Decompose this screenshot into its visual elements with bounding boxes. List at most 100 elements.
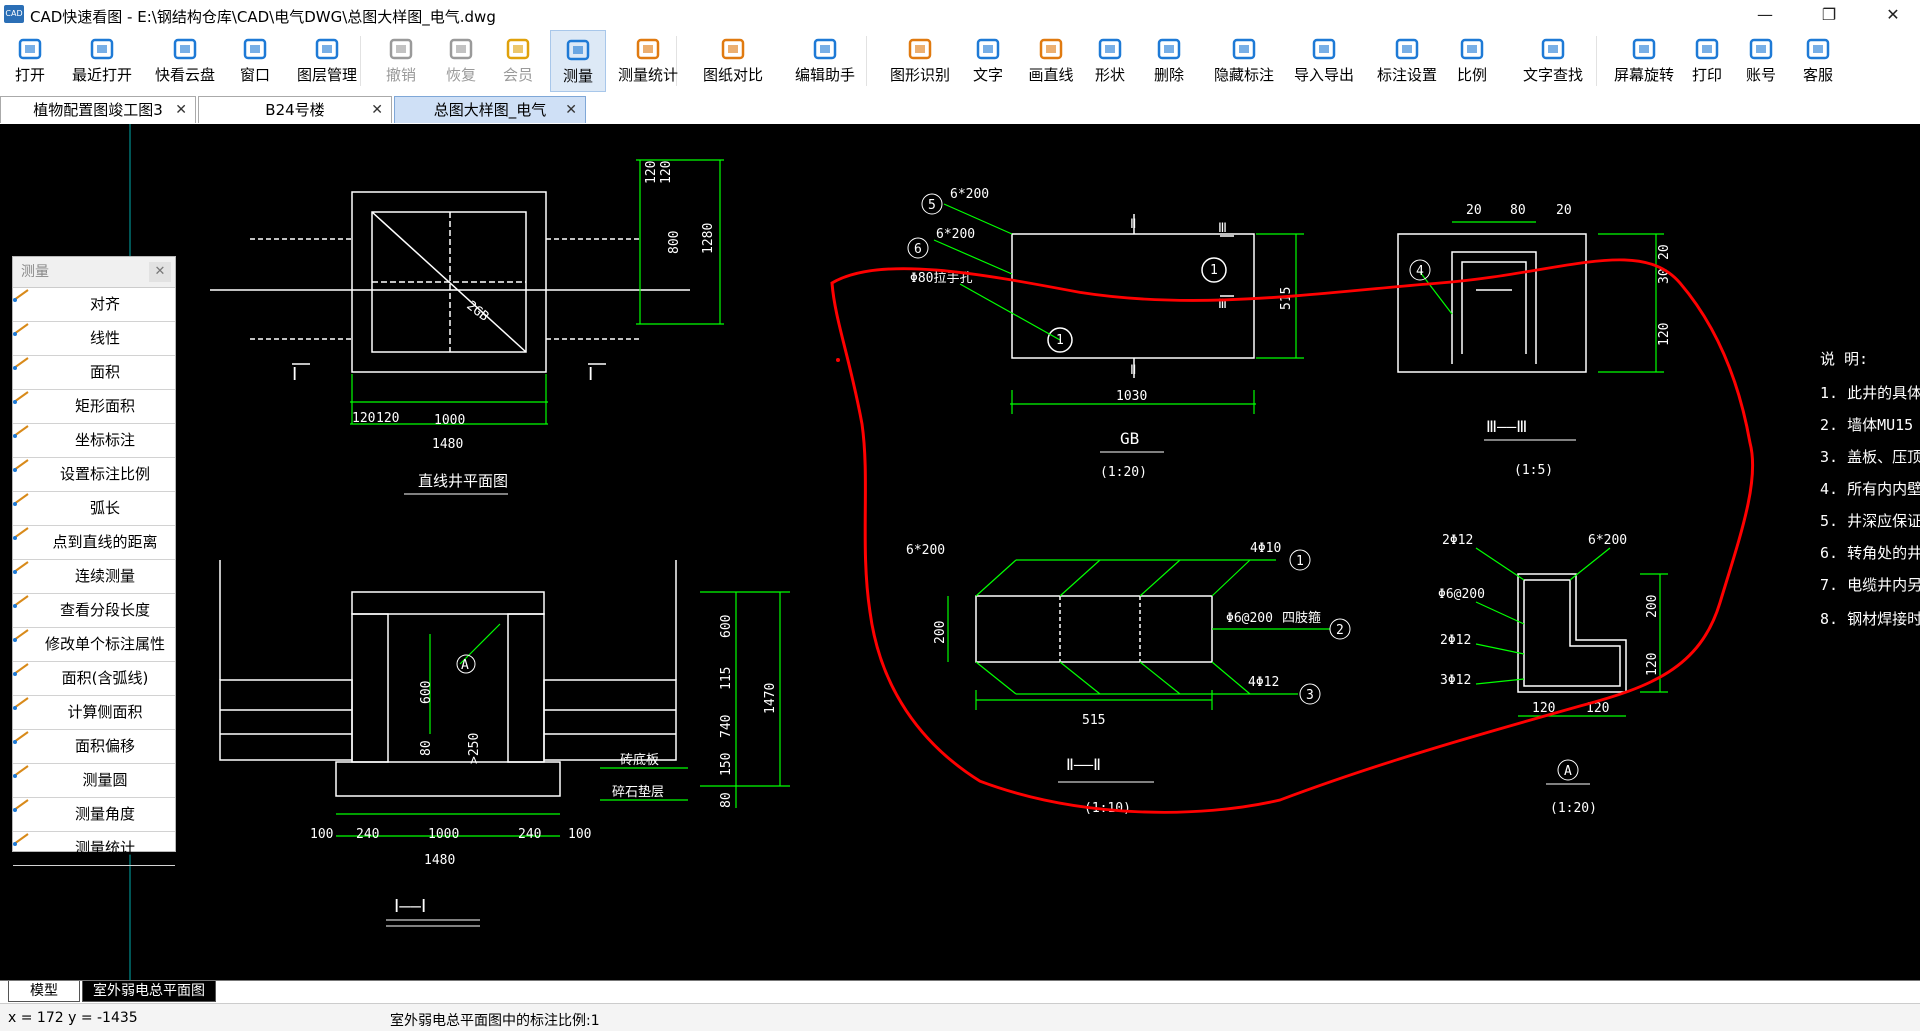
plan-text: 120 120 800 1280 120 120 1000 1480 2GB Ⅰ… [292,161,716,495]
measure-item-area-offset[interactable]: 面积偏移 [13,730,175,764]
vip-button[interactable]: 会员 [496,30,540,92]
import-export-button[interactable]: 导入导出 [1284,30,1364,92]
toolbar-label: 快看云盘 [154,66,215,84]
text-button[interactable]: 文字 [966,30,1010,92]
svg-text:Ⅲ: Ⅲ [1218,297,1227,312]
measure-stats-button[interactable]: 测量统计 [608,30,688,92]
import-export-icon [1310,36,1338,62]
measure-item-set-scale[interactable]: 设置标注比例 [13,458,175,492]
cloud-button[interactable]: 快看云盘 [146,30,224,92]
measure-item-edit-annotation[interactable]: 修改单个标注属性 [13,628,175,662]
shapes-button[interactable]: 形状 [1088,30,1132,92]
close-icon[interactable]: ✕ [175,102,187,118]
maximize-button[interactable]: ❐ [1821,5,1837,24]
hide-button[interactable]: 隐藏标注 [1212,30,1276,92]
section-iii-iii-text: 20 80 20 4 20 30 120 Ⅲ——Ⅲ (1:5) [1409,203,1672,478]
window-button[interactable]: 窗口 [232,30,278,92]
measure-item-coordinate[interactable]: 坐标标注 [13,424,175,458]
measure-item-label: 对齐 [89,295,120,313]
ruler-button[interactable]: 测量 [550,30,606,92]
redo-button[interactable]: 恢复 [438,30,484,92]
undo-button[interactable]: 撤销 [378,30,424,92]
measure-item-arc-area[interactable]: 面积(含弧线) [13,662,175,696]
tab-plant-config[interactable]: 植物配置图竣工图3 ✕ [0,96,196,123]
compare-button[interactable]: 图纸对比 [694,30,772,92]
measure-item-area[interactable]: 面积 [13,356,175,390]
window-title: CAD快速看图 - E:\钢结构仓库\CAD\电气DWG\总图大样图_电气.dw… [30,8,496,26]
measure-item-align-measure[interactable]: 对齐 [13,288,175,322]
svg-text:80: 80 [1510,203,1526,218]
measure-item-label: 修改单个标注属性 [44,635,165,653]
toolbar-label: 最近打开 [71,66,132,84]
toolbar-label: 图形识别 [889,66,950,84]
svg-text:1000: 1000 [434,413,465,428]
close-icon[interactable]: ✕ [565,102,577,118]
cloud-icon [171,36,199,62]
svg-text:1: 1 [1056,333,1064,348]
svg-text:3: 3 [1306,688,1314,703]
circle-measure-icon [13,765,76,787]
layers-button[interactable]: 图层管理 [290,30,364,92]
tab-label: B24号楼 [265,101,325,119]
user-button[interactable]: 账号 [1738,30,1784,92]
svg-text:1280: 1280 [701,223,716,254]
svg-text:碎石垫层: 碎石垫层 [612,784,664,800]
text-search-button[interactable]: 文字查找 [1510,30,1596,92]
svg-text:Ⅱ: Ⅱ [1130,363,1136,378]
svg-text:Ⅲ——Ⅲ: Ⅲ——Ⅲ [1486,417,1527,436]
arc-area-icon [13,663,56,685]
redo-icon [447,36,475,62]
close-icon[interactable]: ✕ [149,262,171,282]
line-button[interactable]: 画直线 [1020,30,1082,92]
svg-text:8. 钢材焊接时搭: 8. 钢材焊接时搭 [1820,610,1920,628]
measure-item-measure-stats[interactable]: 测量统计 [13,832,175,866]
svg-text:Ⅰ: Ⅰ [588,364,593,385]
svg-text:740: 740 [719,715,734,738]
measure-item-angle[interactable]: 测量角度 [13,798,175,832]
printer-button[interactable]: 打印 [1682,30,1732,92]
toolbar-label: 标注设置 [1376,66,1437,84]
measure-item-point-line-distance[interactable]: 点到直线的距离 [13,526,175,560]
sheet-tab-model[interactable]: 模型 [8,981,80,1002]
tab-electrical-detail[interactable]: 总图大样图_电气 ✕ [394,96,586,123]
toolbar-label: 比例 [1456,66,1487,84]
measure-item-label: 点到直线的距离 [52,533,158,551]
folder-open-button[interactable]: 打开 [4,30,56,92]
sheet-tab-layout[interactable]: 室外弱电总平面图 [82,981,216,1002]
measure-item-arc-length[interactable]: 弧长 [13,492,175,526]
tab-b24[interactable]: B24号楼 ✕ [198,96,392,123]
measure-item-label: 计算侧面积 [67,703,143,721]
shape-recognize-button[interactable]: 图形识别 [880,30,960,92]
section-ii-ii-text: 6*200 4Φ10 1 200 Φ6@200 四肢箍 2 4Φ12 3 515… [906,541,1351,816]
drawing-canvas[interactable]: 120 120 800 1280 120 120 1000 1480 2GB Ⅰ… [0,124,1920,980]
eraser-button[interactable]: 删除 [1144,30,1194,92]
measure-item-label: 测量角度 [74,805,135,823]
minimize-button[interactable]: — [1757,5,1773,24]
measure-item-circle-measure[interactable]: 测量圆 [13,764,175,798]
measure-item-continuous-measure[interactable]: 连续测量 [13,560,175,594]
annotation-settings-button[interactable]: 标注设置 [1370,30,1444,92]
close-icon[interactable]: ✕ [371,102,383,118]
cursor-coordinates: x = 172 y = -1435 [8,1010,138,1026]
measure-item-label: 测量统计 [74,839,135,857]
history-button[interactable]: 最近打开 [66,30,138,92]
svg-text:120: 120 [1586,701,1609,716]
rotate-screen-button[interactable]: 屏幕旋转 [1606,30,1682,92]
svg-text:6*200: 6*200 [950,187,989,202]
measure-item-side-area[interactable]: 计算侧面积 [13,696,175,730]
measure-item-segment-length[interactable]: 查看分段长度 [13,594,175,628]
svg-text:600: 600 [419,681,434,704]
close-window-button[interactable]: ✕ [1886,5,1900,24]
window-icon [241,36,269,62]
section-iii-iii [1397,233,1587,373]
section-i-i-dimensions [336,591,790,837]
measure-item-rect-area[interactable]: 矩形面积 [13,390,175,424]
measure-panel-title: 测量 [21,264,49,280]
measure-item-linear-measure[interactable]: 线性 [13,322,175,356]
edit-helper-button[interactable]: 编辑助手 [784,30,866,92]
measure-item-label: 查看分段长度 [59,601,150,619]
scale-button[interactable]: 比例 [1450,30,1494,92]
svg-text:120: 120 [1657,323,1672,346]
headset-button[interactable]: 客服 [1790,30,1846,92]
svg-text:100: 100 [568,827,591,842]
